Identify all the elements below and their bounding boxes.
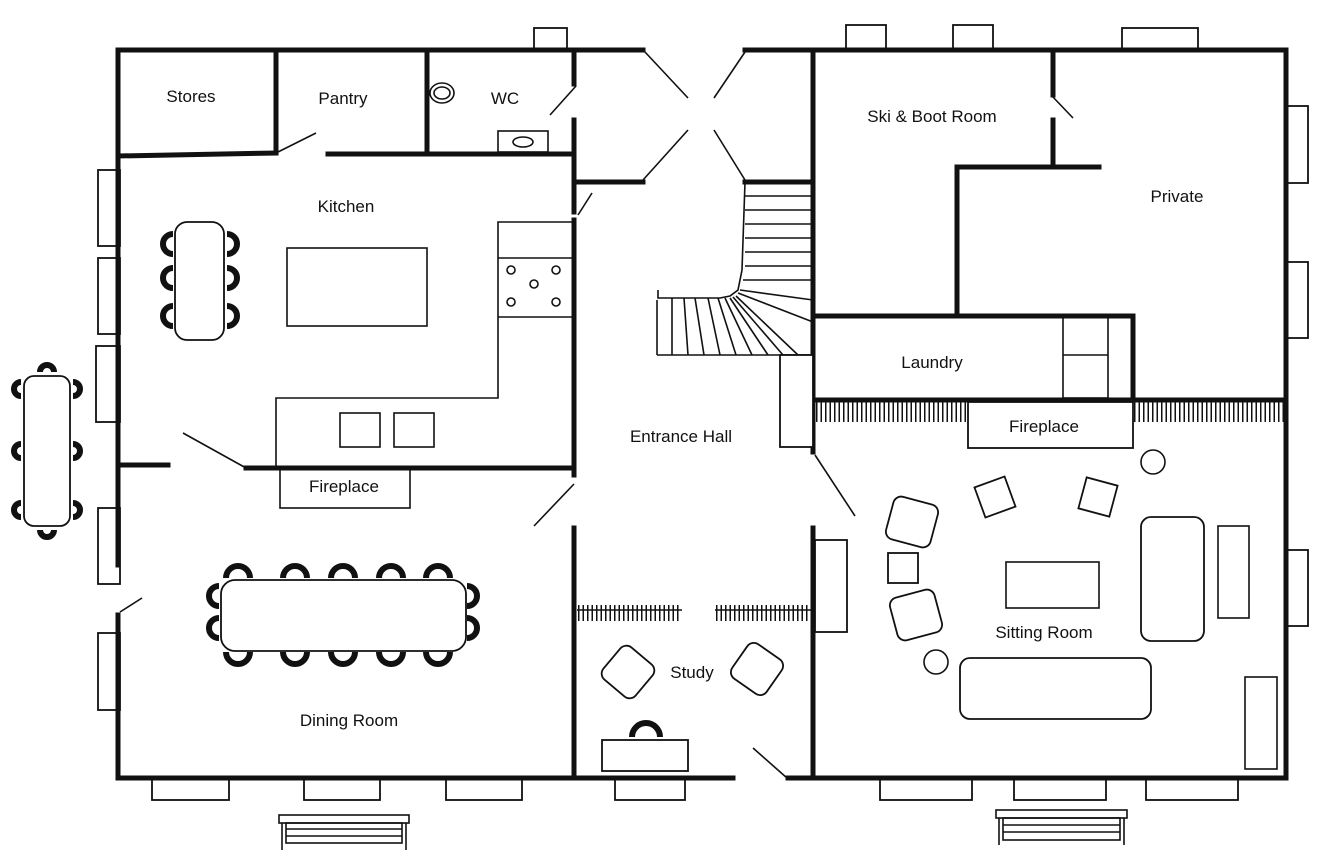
sofa [959, 657, 1152, 720]
kitchen-island [286, 247, 428, 327]
wc-fixtures [429, 82, 549, 153]
outer-walls [115, 47, 1289, 781]
coffee-table [1005, 561, 1100, 609]
hob-burner [529, 279, 539, 289]
door-swings [119, 51, 1074, 779]
label-private: Private [1151, 187, 1204, 206]
kitchen-fixtures [160, 221, 574, 509]
windows [95, 24, 1309, 801]
kitchen-table [174, 221, 225, 341]
hob-burner [506, 265, 516, 275]
label-entrance-hall: Entrance Hall [630, 427, 732, 446]
hall-cabinet [779, 354, 814, 448]
room-labels: Stores Pantry WC Ski & Boot Room Private… [166, 87, 1203, 730]
hob-burner [506, 297, 516, 307]
sitting-room-furniture [814, 401, 1284, 770]
toilet-icon [429, 82, 455, 104]
label-wc: WC [491, 89, 519, 108]
label-dining-room: Dining Room [300, 711, 398, 730]
label-pantry: Pantry [318, 89, 368, 108]
hob-burner [551, 265, 561, 275]
label-fireplace-kitchen: Fireplace [309, 477, 379, 496]
outdoor-benches [278, 809, 1128, 850]
sitting-fireplace [967, 401, 1134, 449]
sofa [1140, 516, 1205, 642]
kitchen-sink [393, 412, 435, 448]
dining-table [206, 563, 480, 667]
hall-laundry-fixtures [779, 315, 1109, 448]
label-kitchen: Kitchen [318, 197, 375, 216]
kitchen-fireplace [279, 467, 411, 509]
label-ski-boot-room: Ski & Boot Room [867, 107, 996, 126]
hob-burner [551, 297, 561, 307]
study-desk [601, 739, 689, 772]
label-sitting-room: Sitting Room [995, 623, 1092, 642]
label-fireplace-sitting: Fireplace [1009, 417, 1079, 436]
staircase [656, 181, 814, 356]
label-study: Study [670, 663, 714, 682]
washbasin-icon [497, 130, 549, 153]
study-furniture [577, 605, 813, 772]
outdoor-table [11, 362, 83, 540]
label-laundry: Laundry [901, 353, 963, 372]
kitchen-sink [339, 412, 381, 448]
label-stores: Stores [166, 87, 215, 106]
